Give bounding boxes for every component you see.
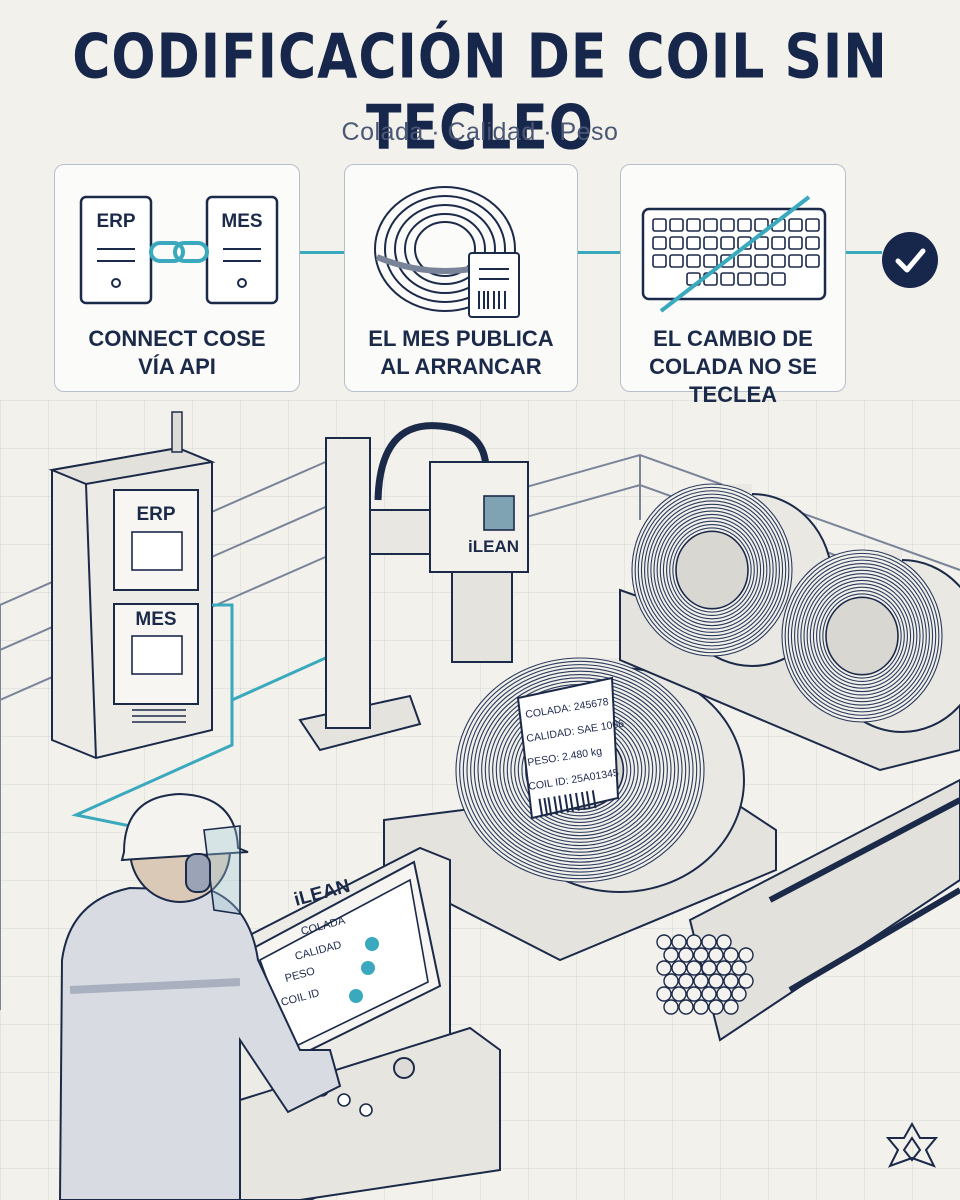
coil-tag-icon (374, 186, 520, 318)
marking-machine: iLEAN (298, 422, 529, 752)
hmi-console: iLEAN COLADA CALIDAD PESO COIL ID (239, 846, 501, 1200)
checkmark-icon (882, 232, 938, 288)
factory-scene: ERP MES iLEAN COLADA: 245678 CALIDAD: SA… (0, 411, 960, 1200)
erp-mes-cabinet: ERP MES (48, 411, 216, 760)
erp-mes-link-icon: ERP MES (79, 195, 279, 305)
icon-mes-label: MES (221, 211, 262, 232)
step-connector (578, 251, 620, 254)
stored-coils (619, 483, 960, 772)
hmi-check-icon (361, 961, 375, 975)
brand-logo-icon (885, 1121, 939, 1168)
hmi-check-icon (349, 989, 363, 1003)
operator-figure (58, 792, 342, 1200)
icon-erp-label: ERP (96, 211, 135, 232)
steel-bar-bundle (656, 778, 960, 1042)
hmi-check-icon (365, 937, 379, 951)
page-title: CODIFICACIÓN DE COIL SIN TECLEO (72, 22, 888, 164)
step-connector (846, 251, 882, 254)
page-subtitle: Colada · Calidad · Peso (341, 118, 619, 146)
crossed-keyboard-icon (641, 195, 827, 313)
cabinet-erp-label: ERP (136, 504, 175, 525)
cabinet-mes-label: MES (135, 609, 176, 630)
printer-brand-label: iLEAN (468, 537, 519, 556)
coil-tag: COLADA: 245678 CALIDAD: SAE 1006 PESO: 2… (516, 676, 625, 820)
step-connector (300, 251, 344, 254)
